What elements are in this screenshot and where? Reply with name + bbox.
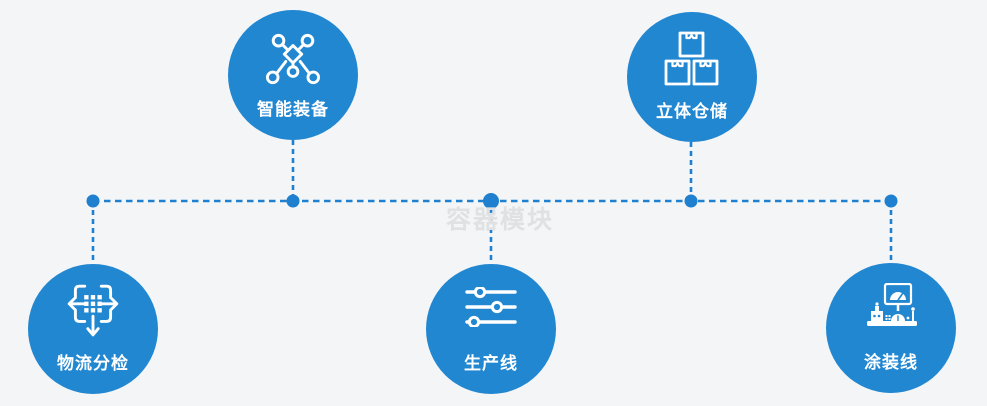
junction-dot	[483, 193, 499, 209]
node-label: 涂装线	[864, 353, 918, 372]
stacked-boxes-icon	[664, 31, 719, 86]
control-station-icon	[867, 283, 917, 326]
junction-dot	[86, 194, 100, 208]
sliders-icon	[465, 287, 517, 327]
diagram-node-logistics: 物流分检	[28, 264, 158, 394]
node-label: 智能装备	[257, 100, 329, 119]
diagram-node-painting: 涂装线	[826, 263, 956, 393]
node-label: 生产线	[464, 354, 518, 373]
node-label: 物流分检	[57, 354, 129, 373]
diagram-node-production: 生产线	[426, 264, 556, 394]
watermark-text: 容器模块	[446, 206, 555, 234]
network-nodes-icon	[265, 33, 321, 85]
node-label: 立体仓储	[656, 102, 728, 121]
junction-dot	[286, 194, 300, 208]
junction-dot	[684, 194, 698, 208]
diagram-node-warehouse: 立体仓储	[627, 12, 757, 142]
sorting-arrows-icon	[67, 284, 119, 337]
junction-dot	[884, 194, 898, 208]
diagram-node-smart-equipment: 智能装备	[228, 10, 358, 140]
